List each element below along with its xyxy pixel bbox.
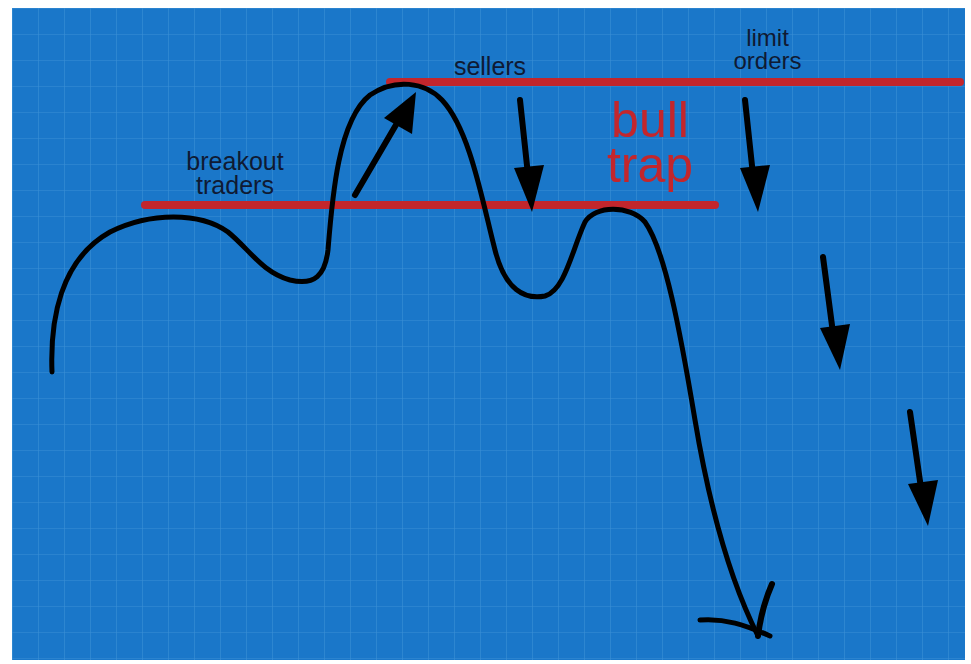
curve-end-hook: [758, 584, 772, 636]
grid-lines: [12, 8, 965, 660]
down-arrow: [908, 412, 938, 526]
blueprint-background: [12, 8, 965, 660]
order-label: limit orders: [710, 27, 825, 73]
trader-label: breakout traders: [160, 150, 310, 198]
seller-arrow: [514, 100, 544, 212]
resistance-line: [390, 78, 960, 86]
down-arrow: [820, 257, 850, 370]
breakout-line: [145, 201, 715, 209]
limit-order-arrow: [740, 100, 770, 212]
trap-label: bull trap: [565, 98, 735, 188]
seller-label: sellers: [430, 54, 550, 79]
price-curve: [52, 84, 758, 636]
breakout-arrow: [355, 92, 416, 195]
